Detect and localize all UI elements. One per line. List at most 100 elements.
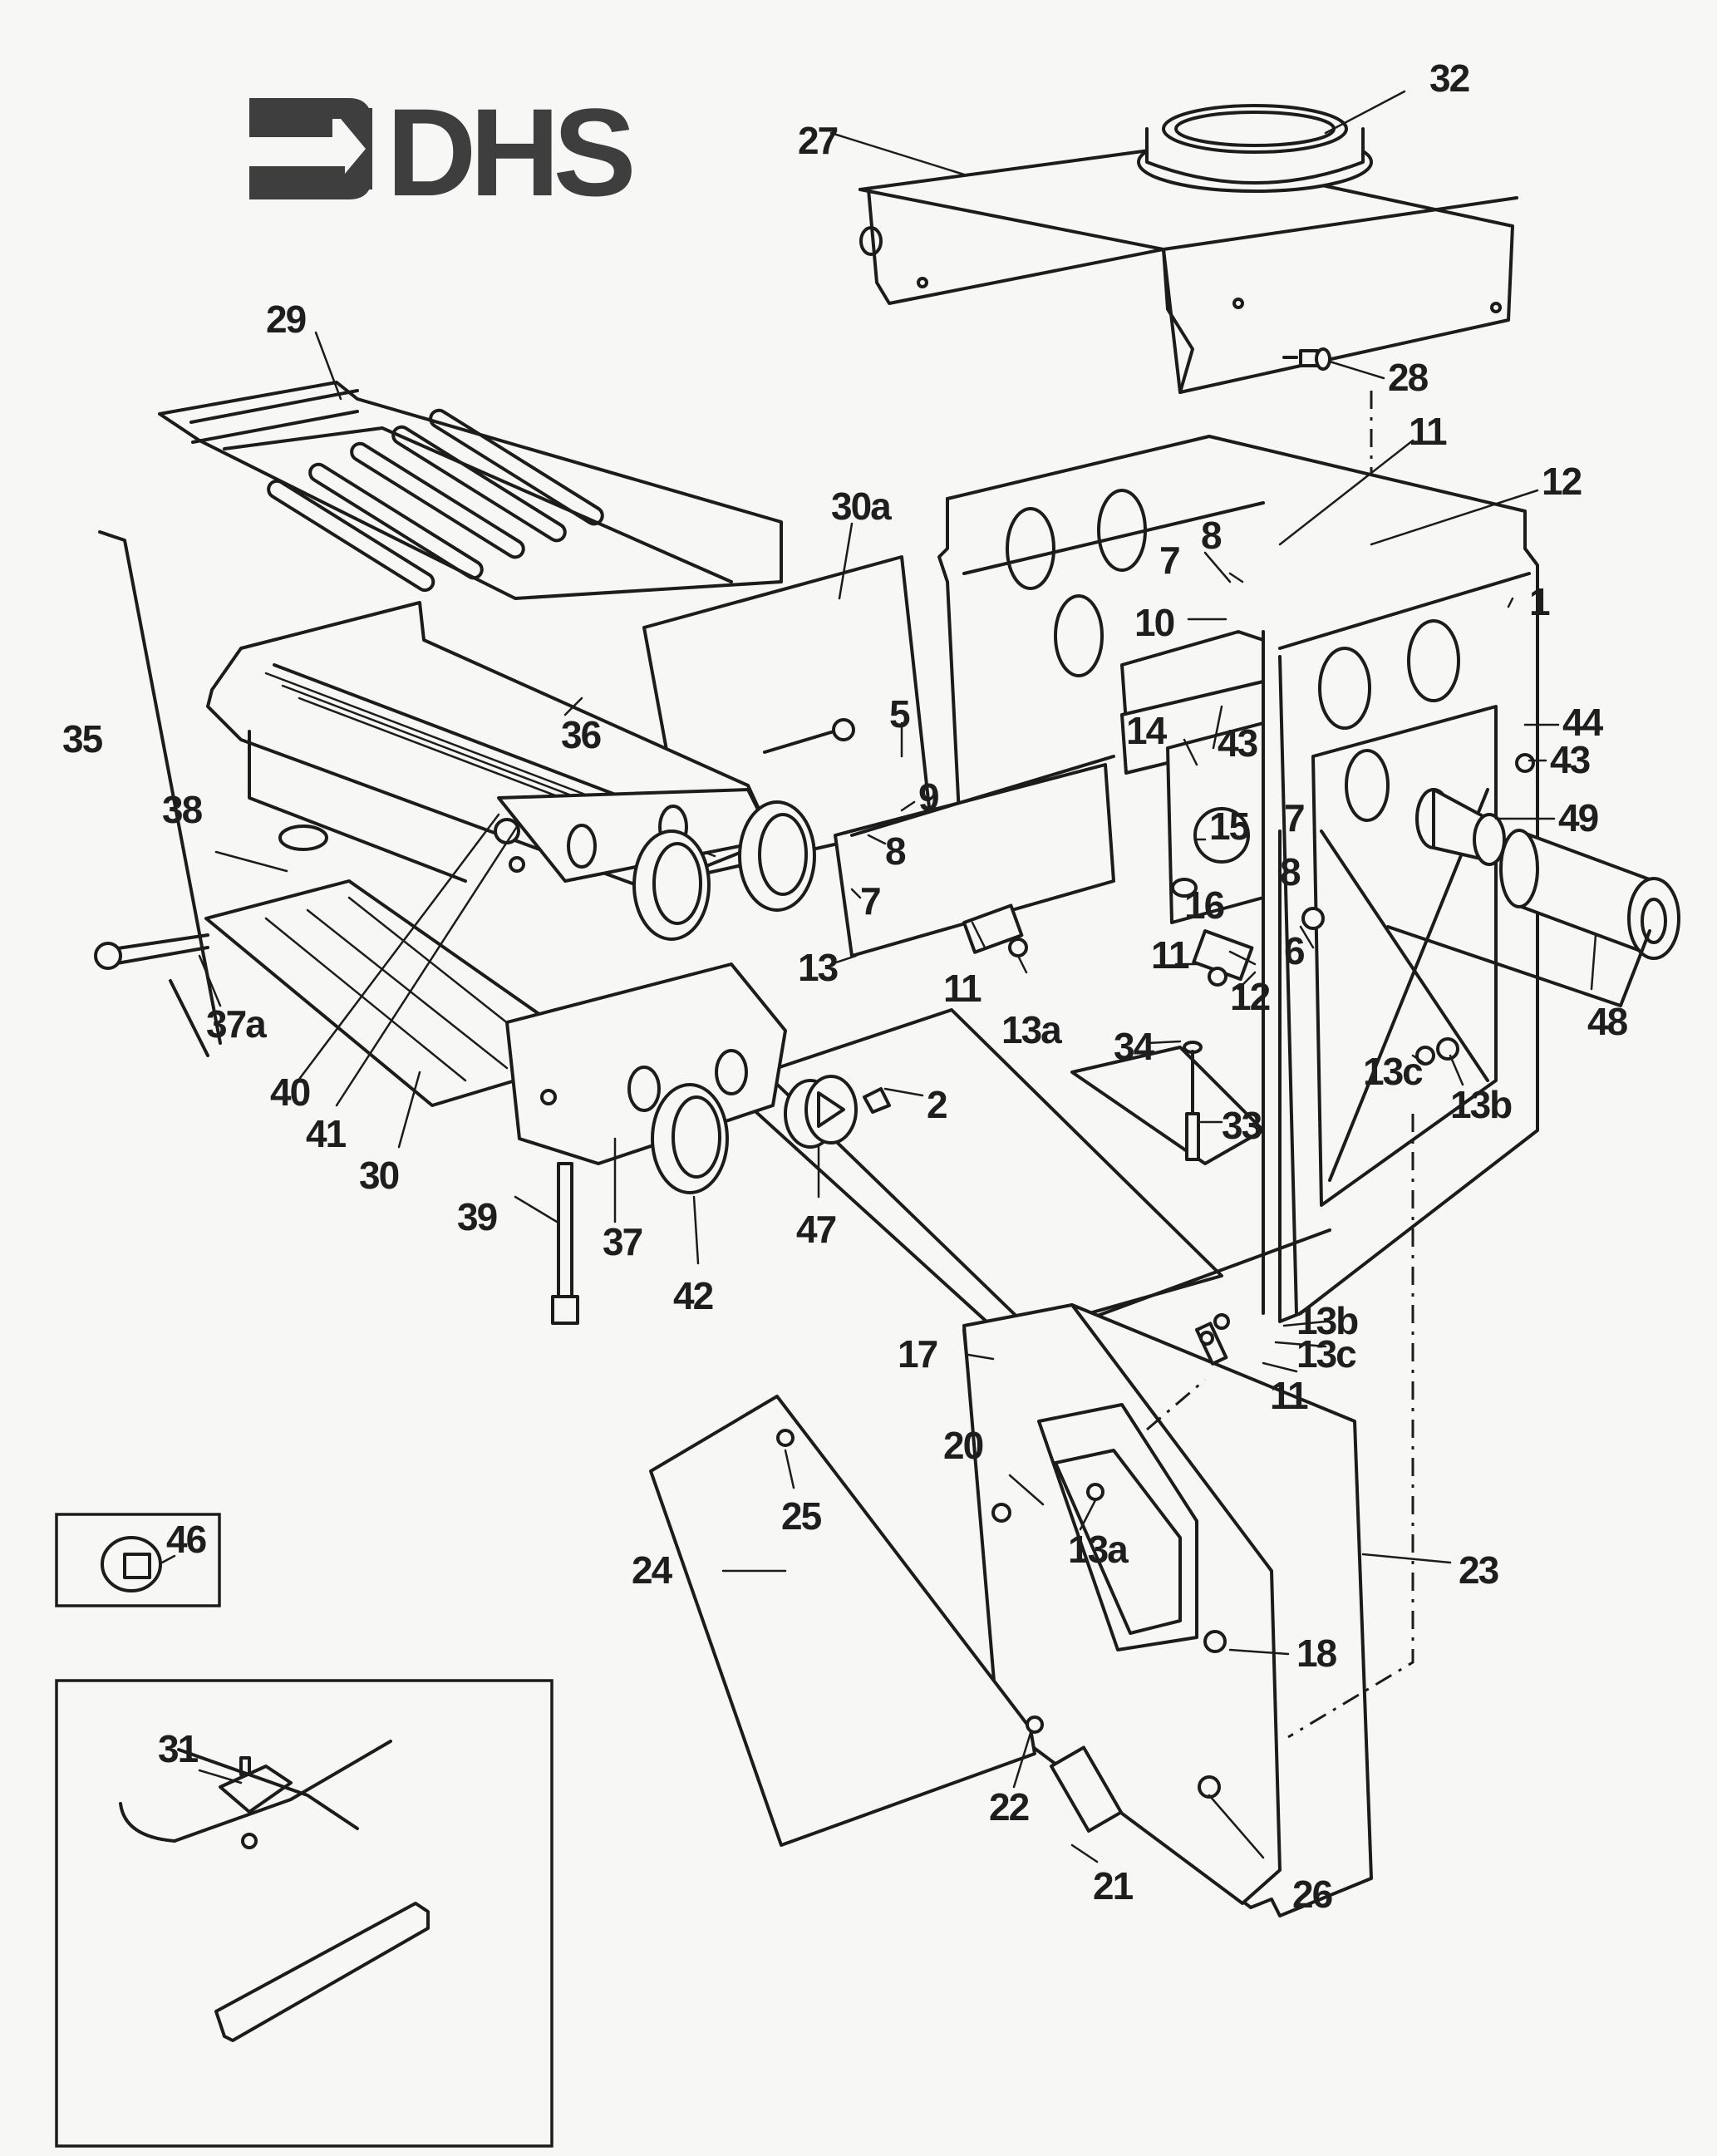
label-43-b: 43 [1550,738,1590,781]
label-8-mid: 8 [885,829,906,873]
label-37a: 37a [206,1002,267,1046]
label-39: 39 [457,1195,497,1238]
part-pin-33-34 [1183,1041,1203,1161]
label-25: 25 [781,1494,822,1538]
logo-text: DHS [386,82,632,222]
part-union-48 [1499,829,1680,960]
inset-burner-bracket-detail [55,1679,553,2148]
part-bolt-37a [94,933,209,970]
label-47: 47 [796,1208,836,1251]
label-11-left: 11 [943,967,981,1010]
label-37: 37 [603,1220,642,1263]
part-disc-15 [1193,807,1250,864]
leader-lines [160,90,1597,1863]
label-38: 38 [162,788,203,831]
baffle-slots [267,408,604,593]
label-18: 18 [1296,1632,1337,1675]
label-13a-top: 13a [1001,1008,1062,1051]
dhs-logo: DHS [249,82,639,222]
part-screw-25 [776,1429,795,1447]
label-31: 31 [158,1727,199,1770]
label-2: 2 [927,1083,947,1126]
bracket-48 [1386,925,1651,1007]
label-43-a: 43 [1218,721,1257,765]
label-7-right: 7 [1284,796,1304,839]
part-bolt-39 [551,1162,579,1325]
part-rod-5 [850,755,1115,837]
label-13: 13 [798,946,838,989]
label-1: 1 [1529,580,1550,623]
part-knob-20 [991,1503,1011,1523]
part-plug-47 [784,1075,858,1149]
label-20: 20 [943,1424,983,1467]
part-clip-2 [863,1087,891,1114]
part-nut-6 [1301,907,1325,930]
assembly-line-2 [1287,1114,1414,1739]
label-13c-top: 13c [1363,1050,1423,1093]
part-bracket-11 [962,903,1024,954]
label-13b-bottom: 13b [1296,1299,1358,1342]
part-base-tray [738,1008,1331,1348]
label-49: 49 [1558,796,1598,839]
label-13c-bottom: 13c [1296,1332,1356,1376]
label-14: 14 [1126,709,1168,752]
label-42: 42 [673,1274,713,1317]
label-13a-bottom: 13a [1068,1528,1129,1571]
label-7-mid: 7 [860,879,880,923]
part-heat-exchanger [206,601,775,891]
part-baffle [158,381,783,600]
part-sensor-16 [1171,878,1198,898]
label-11-bottom: 11 [1270,1374,1308,1417]
label-22: 22 [989,1785,1029,1829]
part-manifold-37 [505,962,787,1165]
part-wingnut-26 [1198,1775,1221,1799]
part-control-plate [834,763,1115,957]
part-flue-hood [858,104,1518,394]
label-9: 9 [918,775,938,819]
assembly-line-3 [1146,1378,1206,1431]
part-long-bolt [763,728,841,754]
label-48: 48 [1587,1000,1628,1043]
label-21: 21 [1093,1864,1134,1907]
label-27: 27 [798,119,838,162]
label-12-top: 12 [1542,460,1582,503]
label-23: 23 [1459,1548,1498,1592]
bracket-35 [98,530,222,1045]
label-11-mid: 11 [1151,933,1189,977]
part-fitting-49 [1415,788,1506,866]
label-34: 34 [1114,1025,1155,1068]
label-36: 36 [561,713,601,756]
label-35: 35 [62,717,103,761]
label-46: 46 [166,1518,206,1561]
label-11-top: 11 [1409,410,1447,453]
part-screw-12 [1208,967,1227,987]
label-6: 6 [1284,929,1304,972]
window-frame [1037,1403,1198,1651]
part-main-casing [937,435,1539,1323]
part-cover-24 [649,1395,1036,1847]
label-28: 28 [1388,356,1429,399]
part-screw-22 [1026,1715,1044,1734]
label-13b-top: 13b [1450,1083,1512,1126]
label-8-top: 8 [1201,514,1222,557]
label-8-right: 8 [1280,850,1301,893]
label-16: 16 [1184,884,1224,927]
part-wingnut-18 [1203,1630,1227,1653]
part-screw-43 [1515,753,1535,773]
part-labels: 32 27 28 29 30a 11 12 8 7 1 10 43 44 43 … [62,57,1630,1916]
label-5: 5 [889,692,910,736]
part-bracket-11c [1195,1313,1230,1366]
part-screw-13a-2 [1086,1483,1104,1501]
label-40: 40 [270,1071,310,1114]
part-seals-42 [632,800,816,1194]
label-29: 29 [266,298,306,341]
label-15: 15 [1209,805,1250,848]
label-33: 33 [1222,1104,1262,1147]
window-opening [1054,1449,1182,1635]
part-screw-13a [1008,938,1028,957]
label-7-top: 7 [1159,539,1179,582]
label-12-mid: 12 [1230,975,1270,1018]
inset-plug-detail [55,1513,221,1607]
label-17: 17 [898,1332,937,1376]
